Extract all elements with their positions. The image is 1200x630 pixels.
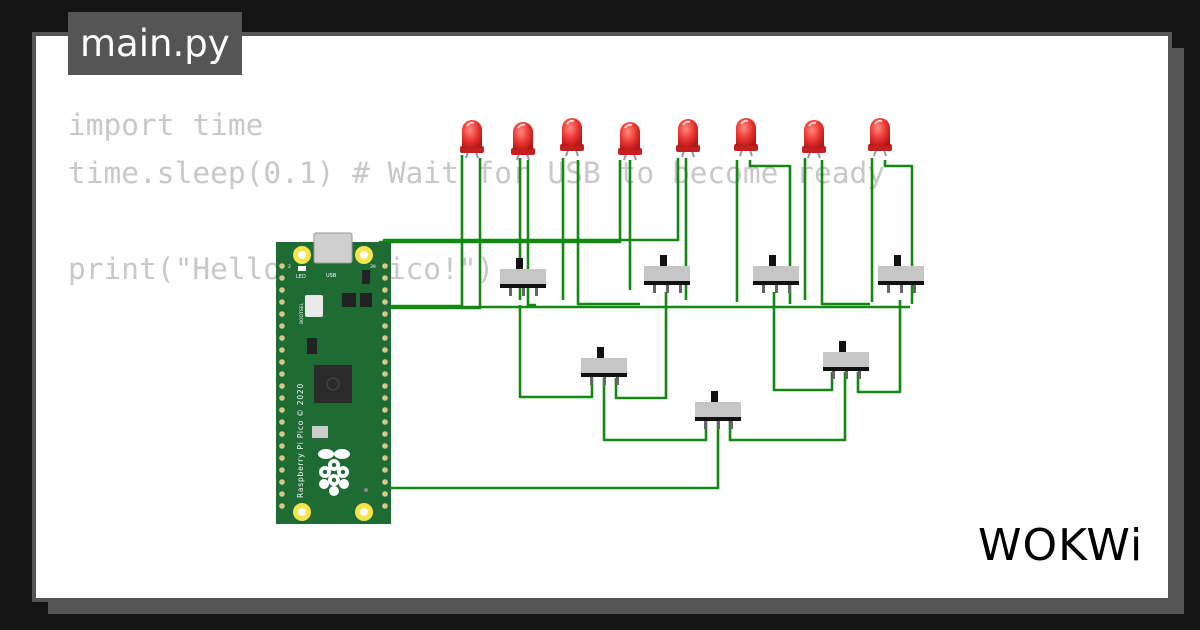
led [868, 118, 892, 157]
file-tab[interactable]: main.py [68, 12, 242, 75]
bootsel-label: BOOTSEL [299, 302, 305, 324]
wire [526, 160, 536, 307]
preview-card [32, 32, 1172, 602]
code-editor[interactable]: import time time.sleep(0.1) # Wait for US… [68, 101, 885, 293]
slide-switch [753, 255, 799, 293]
led-label: LED [296, 274, 306, 280]
slide-switch [823, 341, 869, 379]
wire [883, 160, 914, 304]
wire [748, 160, 792, 304]
board-silkscreen: Raspberry Pi Pico © 2020 [296, 383, 305, 498]
wires [378, 155, 914, 490]
wire [602, 378, 708, 442]
wire [728, 372, 847, 442]
usb-label: USB [326, 273, 337, 279]
pico-board: LED USB 2 39 BOOTSEL Raspberry Pi Pico ©… [276, 232, 391, 524]
wire [856, 300, 902, 394]
wire [614, 292, 668, 400]
led [618, 122, 642, 161]
usb-connector [313, 232, 353, 264]
slide-switches [500, 255, 924, 429]
rp2040-chip [314, 365, 352, 403]
led [460, 120, 484, 159]
leds [460, 118, 892, 161]
wire [576, 160, 640, 306]
wire [820, 160, 870, 306]
slide-switch [500, 258, 546, 296]
led [560, 118, 584, 157]
bootsel-button [305, 295, 323, 317]
led [511, 122, 535, 161]
led [802, 120, 826, 159]
code-line: time.sleep(0.1) # Wait for USB to become… [68, 156, 885, 190]
wire [772, 292, 834, 392]
slide-switch [878, 255, 924, 293]
wokwi-logo: WOKWi [978, 520, 1144, 571]
wire [378, 420, 720, 490]
led [676, 119, 700, 158]
slide-switch [695, 391, 741, 429]
pin-label-right: 39 [370, 264, 376, 270]
led [734, 118, 758, 157]
slide-switch [644, 255, 690, 293]
pin-label-left: 2 [288, 264, 291, 270]
code-line: import time [68, 108, 264, 142]
slide-switch [581, 347, 627, 385]
wire [518, 305, 594, 399]
wire [378, 158, 482, 310]
